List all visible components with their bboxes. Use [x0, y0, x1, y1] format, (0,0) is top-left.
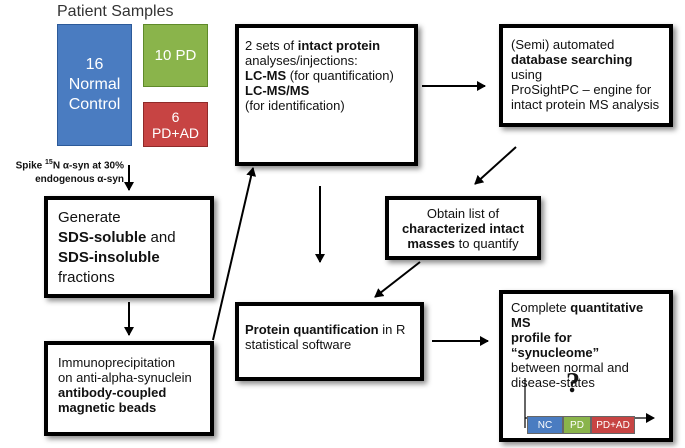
- search-line4: intact protein MS analysis: [511, 97, 660, 112]
- normal-control-box: 16 Normal Control: [57, 24, 132, 146]
- normal-label-2: Control: [68, 96, 121, 113]
- generate-insoluble: SDS-insoluble: [58, 249, 160, 266]
- ip-line1: Immunoprecipitation: [58, 355, 176, 370]
- arrow-ip-to-analyses: [212, 167, 257, 341]
- ip-line3: antibody-coupled: [58, 385, 167, 400]
- quant-in-r: in R: [378, 322, 406, 337]
- immunoprecipitation-box: Immunoprecipitation on anti-alpha-synucl…: [44, 341, 214, 436]
- spike-isotope: 15: [45, 159, 53, 166]
- normal-label-1: Normal: [68, 76, 121, 93]
- pdad-count: 6: [171, 108, 180, 125]
- quant-bold: Protein quantification: [245, 322, 379, 337]
- pdad-box: 6 PD+AD: [143, 102, 208, 147]
- obtain-line1: Obtain list of: [426, 206, 500, 221]
- analyses-lcmsms: LC-MS/MS: [245, 83, 310, 98]
- obtain-rest: to quantify: [455, 236, 519, 251]
- profile-line3: between normal and: [511, 360, 629, 375]
- analyses-line5: (for identification): [245, 98, 345, 113]
- profile-line4: disease-states: [511, 375, 595, 390]
- arrow-obtain-to-quant: [374, 261, 421, 298]
- obtain-masses-box: Obtain list of characterized intact mass…: [385, 196, 541, 260]
- samples-title: Patient Samples: [57, 3, 174, 20]
- spike-line2: endogenous α-syn: [35, 174, 124, 186]
- ip-line4: magnetic beads: [58, 400, 157, 415]
- search-bold: database searching: [511, 52, 633, 67]
- search-line3: ProSightPC – engine for: [511, 82, 652, 97]
- profile-line1-pre: Complete: [511, 300, 571, 315]
- search-line1: (Semi) automated: [511, 37, 615, 52]
- generate-soluble: SDS-soluble: [58, 229, 147, 246]
- obtain-masses: masses: [407, 236, 456, 251]
- question-mark: ?: [566, 368, 580, 399]
- normal-count: 16: [85, 56, 104, 73]
- analyses-line1-pre: 2 sets of: [245, 38, 298, 53]
- analyses-lcms-note: (for quantification): [286, 68, 394, 83]
- arrow-search-to-obtain: [474, 146, 517, 185]
- spike-note: Spike 15N α-syn at 30% endogenous α-syn: [4, 156, 124, 187]
- spike-line1-pre: Spike: [15, 160, 46, 172]
- search-using: using: [511, 67, 543, 82]
- profile-line2: profile for “synucleome”: [511, 330, 600, 360]
- generate-line4: fractions: [58, 269, 115, 286]
- protein-quantification-box: Protein quantification in R statistical …: [235, 302, 424, 381]
- legend-nc: NC: [527, 416, 563, 434]
- generate-line1: Generate: [58, 209, 121, 226]
- generate-and: and: [146, 229, 176, 246]
- spike-line1-post: N α-syn at 30%: [52, 160, 124, 172]
- legend-pdad: PD+AD: [591, 416, 635, 434]
- profile-line1-bold: quantitative MS: [511, 300, 644, 330]
- pd-label: 10 PD: [154, 46, 197, 64]
- analyses-line2: analyses/injections:: [245, 53, 358, 68]
- intact-protein-analyses-box: 2 sets of intact protein analyses/inject…: [235, 24, 418, 166]
- ip-line2: on anti-alpha-synuclein: [58, 370, 192, 385]
- generate-fractions-box: Generate SDS-soluble and SDS-insoluble f…: [44, 196, 214, 298]
- pdad-label: PD+AD: [151, 124, 200, 141]
- legend-pd: PD: [563, 416, 591, 434]
- analyses-line1-bold: intact protein: [297, 38, 381, 53]
- quant-line2: statistical software: [245, 337, 352, 352]
- database-search-box: (Semi) automated database searching usin…: [499, 24, 673, 127]
- obtain-bold: characterized intact: [401, 221, 525, 236]
- pd-box: 10 PD: [143, 24, 208, 87]
- analyses-lcms: LC-MS: [245, 68, 287, 83]
